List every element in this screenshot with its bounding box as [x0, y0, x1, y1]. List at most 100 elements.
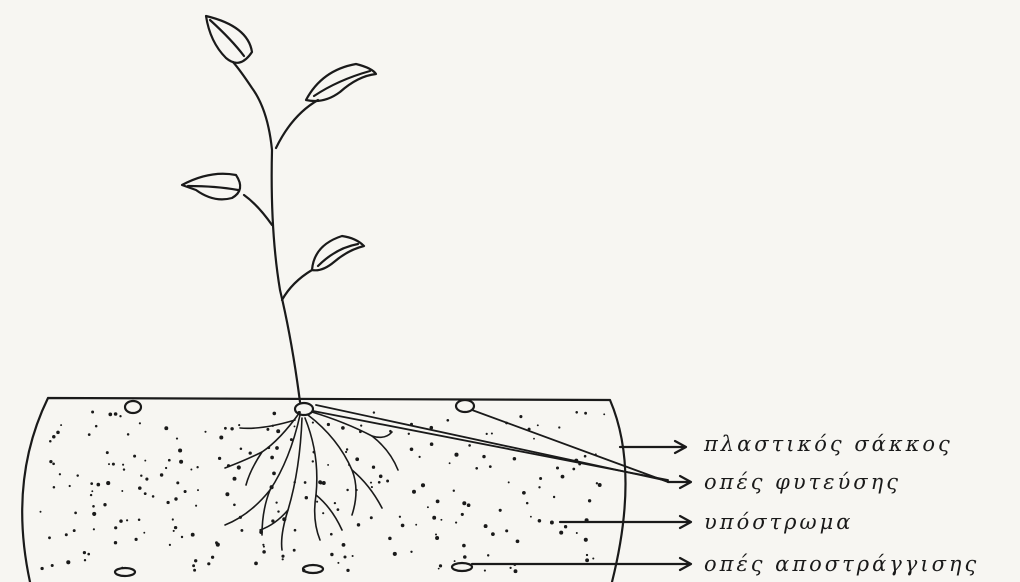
substrate-dot	[176, 481, 179, 484]
substrate-dot	[322, 481, 326, 485]
substrate-dot	[576, 532, 578, 534]
substrate-dot	[112, 463, 115, 466]
substrate-dot	[327, 464, 329, 466]
substrate-dot	[538, 486, 540, 488]
substrate-dot	[584, 412, 587, 415]
substrate-dot	[144, 460, 146, 462]
substrate-dot	[550, 521, 554, 525]
substrate-dot	[346, 569, 349, 572]
substrate-dot	[446, 419, 449, 422]
substrate-dot	[487, 554, 489, 556]
substrate-dot	[505, 529, 508, 532]
substrate-dot	[596, 482, 598, 484]
substrate-dot	[87, 553, 90, 556]
substrate-dot	[489, 465, 492, 468]
substrate-dot	[454, 560, 456, 562]
substrate-dot	[322, 512, 324, 514]
substrate-dot	[166, 501, 169, 504]
substrate-stipple	[40, 411, 606, 574]
substrate-dot	[144, 492, 147, 495]
substrate-dot	[357, 523, 360, 526]
substrate-dot	[372, 466, 375, 469]
substrate-dot	[304, 481, 307, 484]
substrate-dot	[172, 518, 174, 520]
substrate-dot	[486, 433, 488, 435]
substrate-dot	[65, 533, 68, 536]
substrate-dot	[533, 438, 535, 440]
substrate-dot	[330, 533, 333, 536]
substrate-dot	[516, 539, 520, 543]
substrate-dot	[207, 562, 210, 565]
substrate-dot	[312, 460, 314, 462]
substrate-dot	[230, 427, 233, 430]
substrate-dot	[95, 425, 98, 428]
substrate-dot	[270, 456, 274, 460]
substrate-dot	[239, 516, 242, 519]
substrate-dot	[598, 483, 602, 487]
substrate-dot	[419, 456, 421, 458]
substrate-dot	[272, 425, 274, 427]
substrate-dot	[108, 413, 112, 417]
substrate-dot	[430, 442, 434, 446]
substrate-dot	[435, 534, 437, 536]
substrate-dot	[432, 516, 436, 520]
substrate-dot	[559, 531, 563, 535]
substrate-dot	[293, 549, 296, 552]
substrate-dot	[204, 431, 206, 433]
substrate-dot	[272, 412, 276, 416]
substrate-dot	[453, 490, 455, 492]
substrate-dot	[160, 473, 163, 476]
substrate-dot	[133, 455, 136, 458]
substrate-dot	[313, 451, 316, 454]
substrate-dot	[281, 555, 284, 558]
substrate-dot	[461, 513, 464, 516]
substrate-dot	[561, 475, 565, 479]
drainage-hole-2	[303, 565, 323, 573]
substrate-dot	[538, 519, 542, 523]
substrate-dot	[319, 481, 322, 484]
substrate-dot	[262, 544, 264, 546]
substrate-dot	[88, 433, 91, 436]
substrate-dot	[164, 426, 168, 430]
substrate-dot	[584, 455, 587, 458]
substrate-dot	[259, 530, 263, 534]
substrate-dot	[505, 422, 508, 425]
substrate-dot	[219, 436, 223, 440]
substrate-dot	[412, 490, 416, 494]
substrate-dot	[267, 446, 270, 449]
substrate-dot	[168, 459, 171, 462]
arrow-bag	[620, 441, 686, 453]
substrate-dot	[475, 467, 478, 470]
substrate-dot	[271, 519, 274, 522]
substrate-dot	[491, 432, 493, 434]
substrate-dot	[145, 478, 148, 481]
substrate-dot	[352, 555, 354, 557]
substrate-dot	[266, 428, 269, 431]
substrate-dot	[140, 474, 142, 476]
substrate-dot	[59, 473, 61, 475]
substrate-dot	[530, 516, 532, 518]
substrate-dot	[237, 465, 241, 469]
substrate-dot	[421, 483, 425, 487]
substrate-dot	[60, 424, 62, 426]
substrate-dot	[438, 568, 440, 570]
substrate-dot	[127, 433, 130, 436]
substrate-dot	[564, 525, 567, 528]
substrate-dot	[173, 530, 175, 532]
substrate-dot	[103, 503, 106, 506]
substrate-dot	[282, 558, 284, 560]
substrate-dot	[121, 567, 123, 569]
substrate-dot	[119, 519, 123, 523]
substrate-dot	[439, 564, 442, 567]
substrate-dot	[53, 486, 56, 489]
substrate-dot	[355, 457, 359, 461]
substrate-dot	[410, 551, 412, 553]
substrate-dot	[282, 517, 286, 521]
substrate-dot	[537, 424, 539, 426]
substrate-dot	[415, 524, 417, 526]
substrate-dot	[73, 529, 76, 532]
substrate-dot	[348, 464, 350, 466]
substrate-dot	[276, 429, 280, 433]
substrate-dot	[558, 426, 560, 428]
